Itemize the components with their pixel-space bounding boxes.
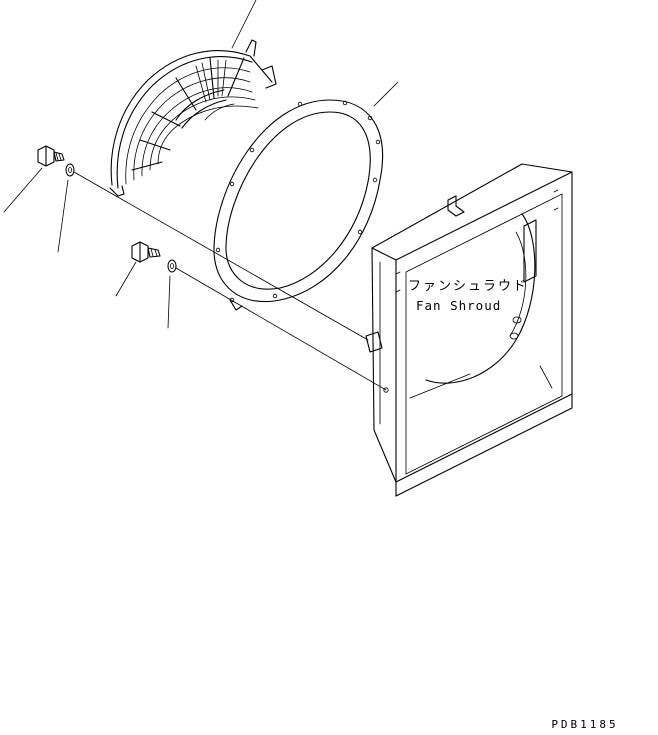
shroud-label-en: Fan Shroud (416, 298, 501, 313)
drawing-code: PDB1185 (551, 718, 618, 731)
washer-lower (167, 259, 177, 329)
fan-shroud: ファンシュラウド Fan Shroud (365, 163, 573, 497)
fan-ring (213, 81, 399, 311)
bolt-upper (3, 145, 65, 213)
fan-guard (109, 0, 277, 197)
alignment-lines (73, 171, 387, 391)
shroud-label-jp: ファンシュラウド (408, 279, 528, 294)
bolt-lower (115, 241, 161, 297)
washer-upper (57, 163, 75, 253)
